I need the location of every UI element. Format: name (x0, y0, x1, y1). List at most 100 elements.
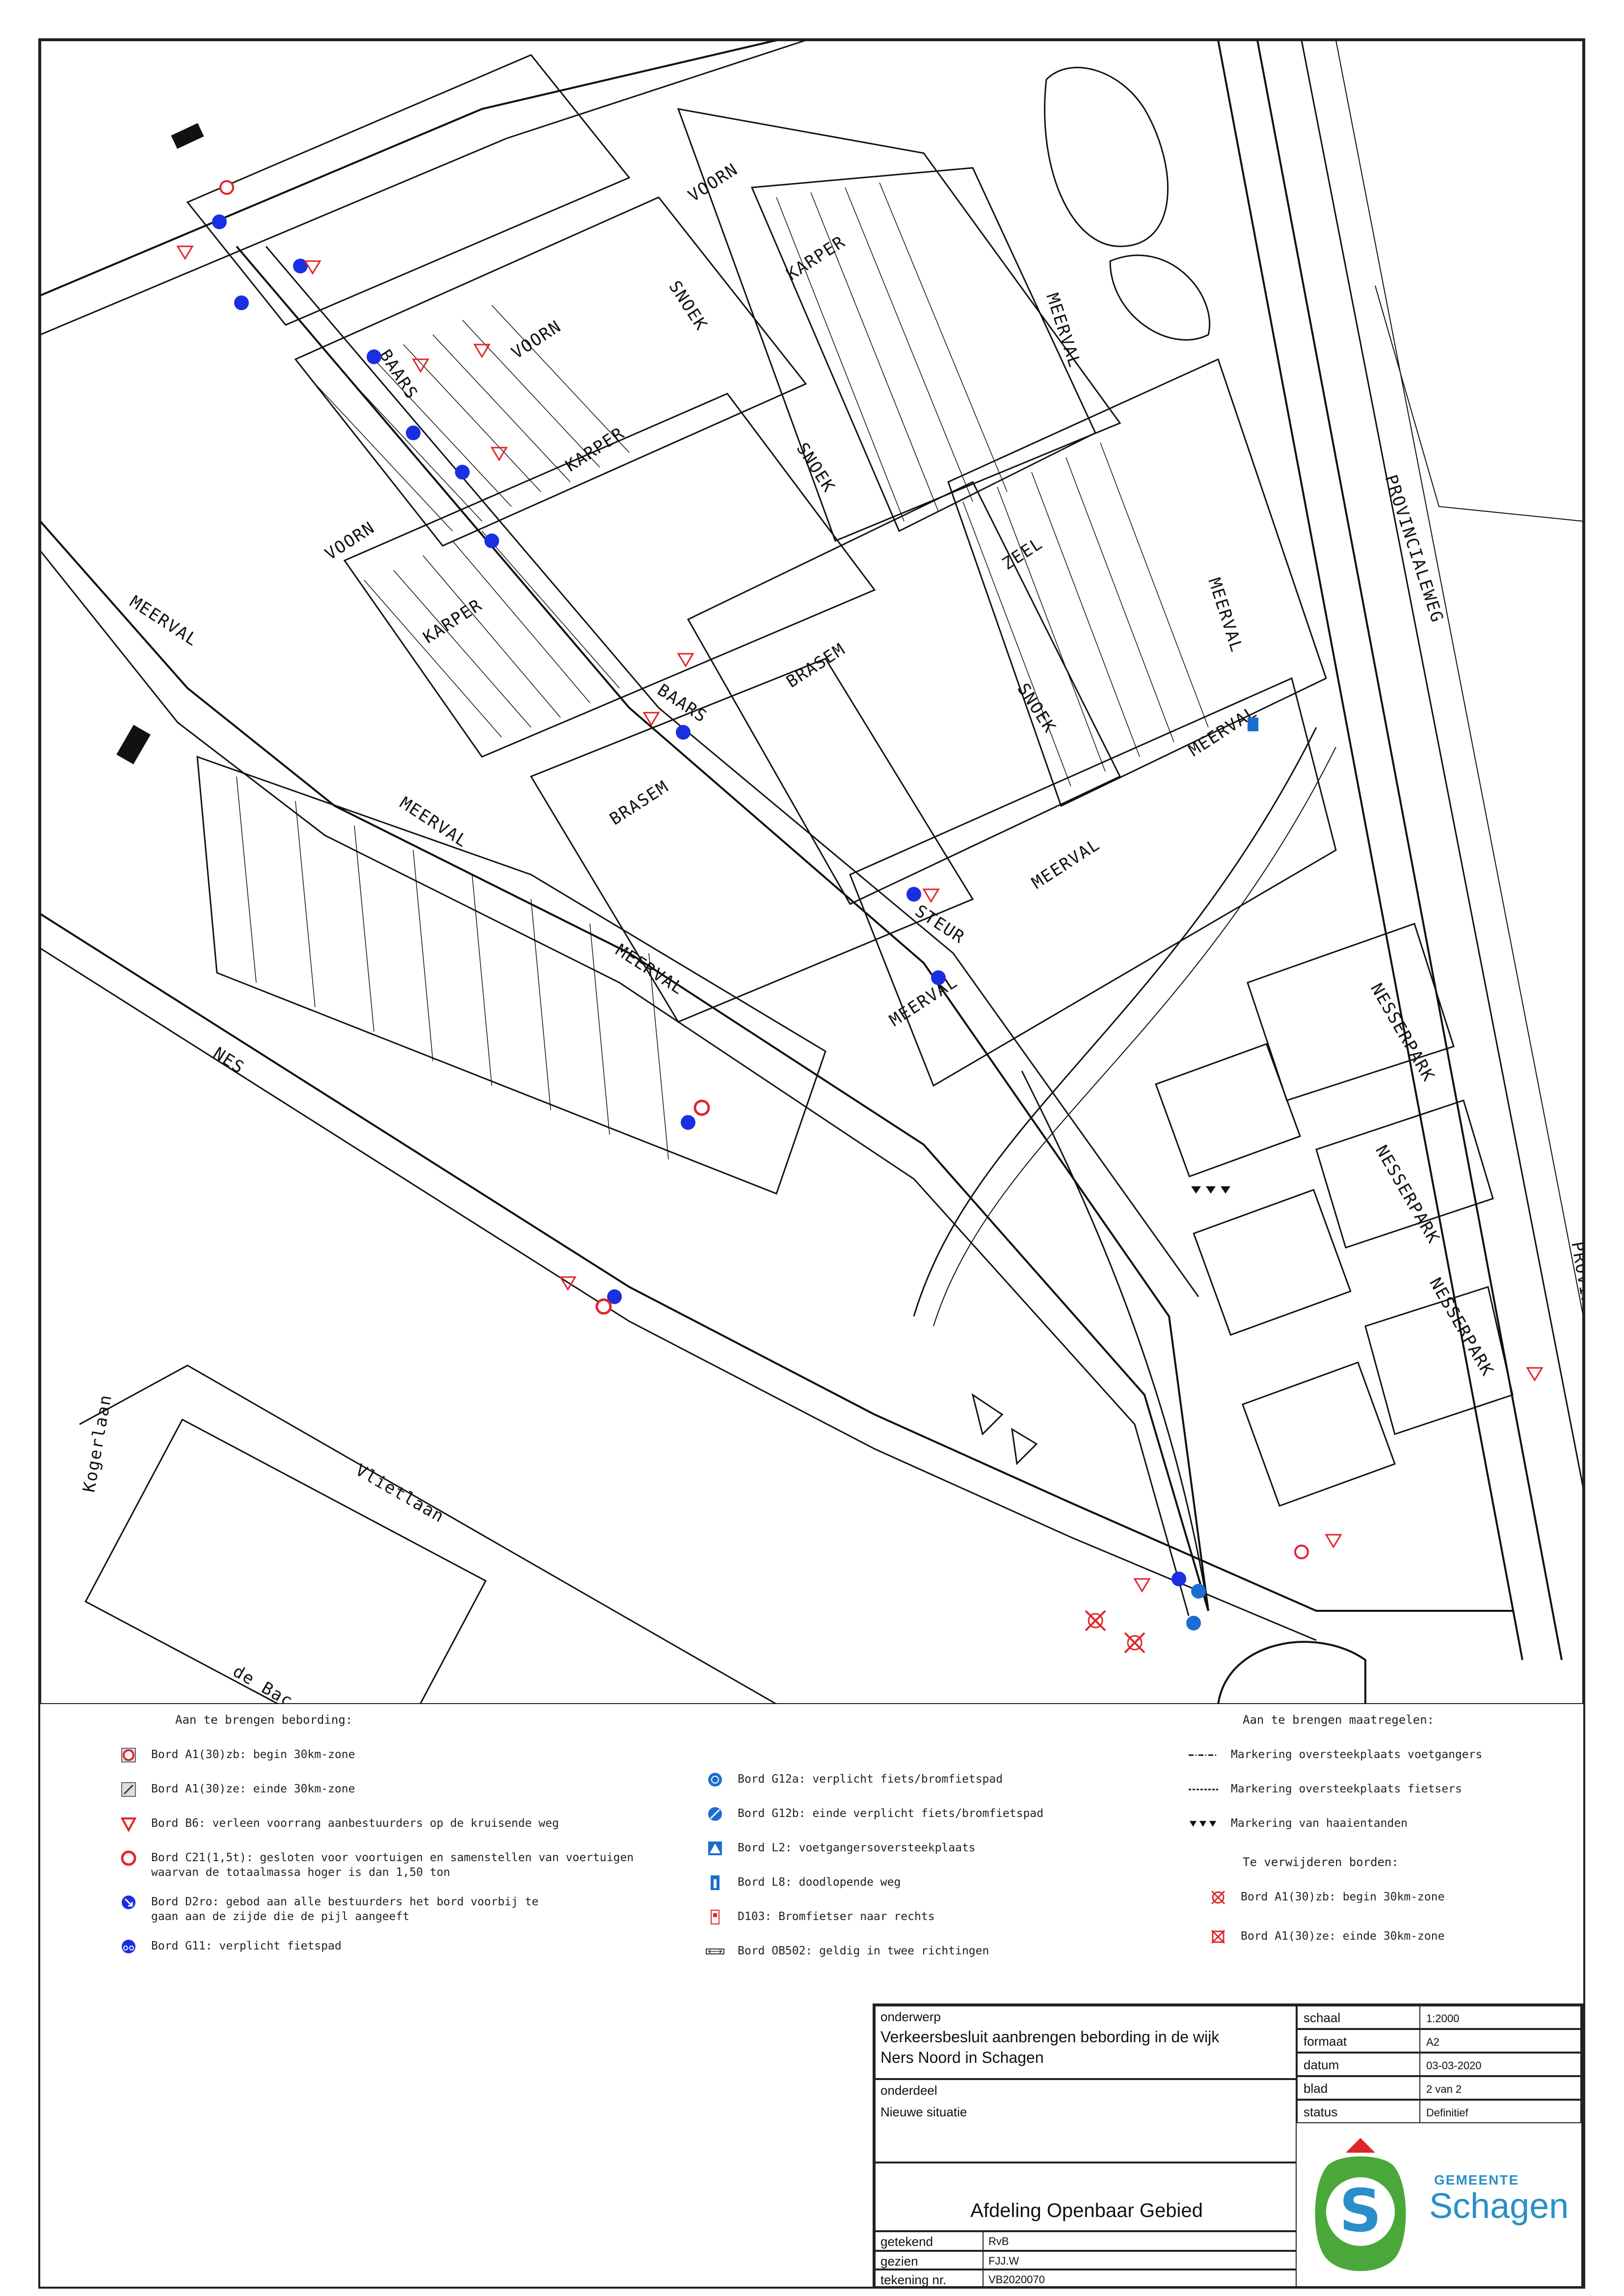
legend-item: Bord A1(30)ze: einde 30km-zone (119, 1782, 355, 1797)
remove-sign-icon[interactable] (1124, 1632, 1145, 1654)
onderdeel-value: Nieuwe situatie (880, 2105, 967, 2119)
field-label: formaat (1304, 2034, 1347, 2049)
yield-triangle-icon[interactable] (1526, 1367, 1544, 1382)
l2-crossing-sign-icon (705, 1841, 725, 1856)
cycle-path-sign-icon[interactable] (681, 1115, 695, 1130)
cycle-path-sign-icon[interactable] (212, 214, 227, 229)
street-label: SNOEK (665, 277, 711, 334)
onderdeel-cell: onderdeel Nieuwe situatie (875, 2079, 1297, 2163)
gezien-value: FJJ.W (988, 2255, 1019, 2267)
remove-a1-30zb-icon (1208, 1890, 1228, 1905)
street-label: NESSERPARK (1371, 1142, 1443, 1248)
l8-dead-end-sign-icon (705, 1875, 725, 1891)
municipality-logo: S GEMEENTE Schagen (1306, 2133, 1571, 2280)
street-label: BAARS (375, 346, 422, 403)
street-label: MEERVAL (1028, 834, 1104, 893)
g12a-sign-icon[interactable] (1186, 1616, 1201, 1630)
legend-item: Bord A1(30)zb: begin 30km-zone (119, 1747, 355, 1763)
legend-item: Bord G12a: verplicht fiets/bromfietspad (705, 1772, 1003, 1788)
field-label: datum (1304, 2057, 1339, 2072)
weight-limit-sign-icon[interactable] (693, 1099, 710, 1116)
field-row: schaal 1:2000 (1297, 2005, 1581, 2029)
logo-big-text: Schagen (1429, 2187, 1569, 2226)
street-label: ZEEL (999, 534, 1046, 574)
cycle-path-sign-icon[interactable] (484, 534, 499, 548)
legend-item: Bord A1(30)zb: begin 30km-zone (1208, 1890, 1444, 1905)
yield-triangle-icon[interactable] (1133, 1578, 1151, 1593)
site-map[interactable]: VOORN KARPER SNOEK MEERVAL VOORN BAARS K… (40, 40, 1583, 1704)
street-label: MEERVAL (1204, 575, 1247, 655)
street-label: NES (210, 1043, 248, 1078)
yield-triangle-icon[interactable] (473, 344, 491, 358)
getekend-value: RvB (988, 2235, 1009, 2247)
yield-triangle-icon[interactable] (559, 1276, 577, 1291)
legend-item-label: Bord A1(30)zb: begin 30km-zone (151, 1748, 355, 1761)
title-block: onderwerp Verkeersbesluit aanbrengen beb… (873, 2003, 1583, 2288)
yield-triangle-icon[interactable] (677, 653, 694, 667)
legend-item-label: Bord L2: voetgangersoversteekplaats (738, 1842, 976, 1854)
field-row: status Definitief (1297, 2100, 1581, 2123)
yield-triangle-icon[interactable] (176, 245, 194, 260)
cycle-path-sign-icon[interactable] (607, 1289, 622, 1304)
cyclist-crossing-marking-icon (1189, 1782, 1218, 1797)
legend-item-label: Bord D2ro: gebod aan alle bestuurders he… (151, 1896, 539, 1923)
cycle-path-sign-icon[interactable] (1171, 1572, 1186, 1586)
cycle-path-sign-icon[interactable] (406, 426, 421, 440)
cycle-path-sign-icon[interactable] (676, 725, 691, 740)
legend-heading: Aan te brengen maatregelen: (1243, 1713, 1435, 1727)
yield-triangle-icon[interactable] (412, 358, 429, 373)
yield-triangle-icon[interactable] (1325, 1534, 1342, 1548)
legend-item-label: Bord A1(30)zb: begin 30km-zone (1241, 1891, 1445, 1903)
legend-item: Markering van haaientanden (1189, 1816, 1408, 1832)
tekening-label: tekening nr. (880, 2272, 947, 2287)
weight-limit-sign-icon[interactable] (595, 1298, 612, 1315)
c21-weight-limit-sign-icon (119, 1850, 138, 1866)
yield-triangle-icon[interactable] (642, 712, 660, 726)
street-label: KARPER (420, 595, 486, 648)
legend-item-label: Markering oversteekplaats fietsers (1231, 1783, 1462, 1795)
street-label: SNOEK (1013, 680, 1060, 737)
legend-item-label: D103: Bromfietser naar rechts (738, 1910, 935, 1923)
g12b-sign-icon (705, 1806, 725, 1822)
zone-30-sign-icon[interactable] (1294, 1545, 1309, 1559)
cycle-path-sign-icon[interactable] (367, 349, 381, 364)
onderwerp-line2: Ners Noord in Schagen (880, 2049, 1044, 2066)
legend-item: Bord G11: verplicht fietspad (119, 1939, 342, 1954)
field-row: formaat A2 (1297, 2029, 1581, 2053)
legend-item-label: Bord A1(30)ze: einde 30km-zone (1241, 1930, 1445, 1943)
onderwerp-label: onderwerp (880, 2009, 941, 2024)
svg-text:S: S (1339, 2177, 1382, 2245)
legend-item-label: Bord L8: doodlopende weg (738, 1876, 901, 1889)
yield-triangle-icon[interactable] (922, 888, 940, 903)
b6-yield-triangle-icon (119, 1816, 138, 1832)
street-label: BRASEM (783, 640, 849, 692)
d2ro-arrow-sign-icon (119, 1895, 138, 1910)
cycle-path-sign-icon[interactable] (455, 465, 470, 480)
legend-item: Bord L8: doodlopende weg (705, 1875, 901, 1891)
street-label: PROVINCIALEWEG (1567, 1240, 1583, 1396)
yield-triangle-icon[interactable] (490, 447, 508, 461)
legend: Aan te brengen bebording: Bord A1(30)zb:… (40, 1713, 1583, 1988)
dead-end-sign-icon[interactable] (1248, 718, 1258, 731)
g12b-sign-icon[interactable] (1191, 1584, 1206, 1599)
yield-triangle-icon[interactable] (304, 260, 321, 275)
legend-item-label: Bord G12a: verplicht fiets/bromfietspad (738, 1773, 1003, 1786)
legend-item: Bord B6: verleen voorrang aanbestuurders… (119, 1816, 559, 1832)
ob502-two-way-sign-icon (705, 1944, 725, 1959)
drawing-frame (38, 38, 1585, 2289)
field-value: 1:2000 (1426, 2012, 1460, 2025)
legend-item-label: Markering van haaientanden (1231, 1817, 1408, 1830)
a1-30ze-sign-icon (119, 1782, 138, 1797)
onderwerp-line1: Verkeersbesluit aanbrengen bebording in … (880, 2028, 1220, 2046)
cycle-path-sign-icon[interactable] (234, 295, 249, 310)
remove-sign-icon[interactable] (1085, 1610, 1106, 1631)
field-row: datum 03-03-2020 (1297, 2053, 1581, 2076)
cycle-path-sign-icon[interactable] (293, 259, 308, 273)
street-label: VOORN (508, 317, 565, 363)
g11-cycle-path-sign-icon (119, 1939, 138, 1954)
onderwerp-cell: onderwerp Verkeersbesluit aanbrengen beb… (875, 2005, 1297, 2079)
zone-30-sign-icon[interactable] (219, 180, 234, 195)
legend-item-label: Bord G11: verplicht fietspad (151, 1940, 342, 1952)
cycle-path-sign-icon[interactable] (931, 970, 946, 985)
cycle-path-sign-icon[interactable] (906, 887, 921, 902)
